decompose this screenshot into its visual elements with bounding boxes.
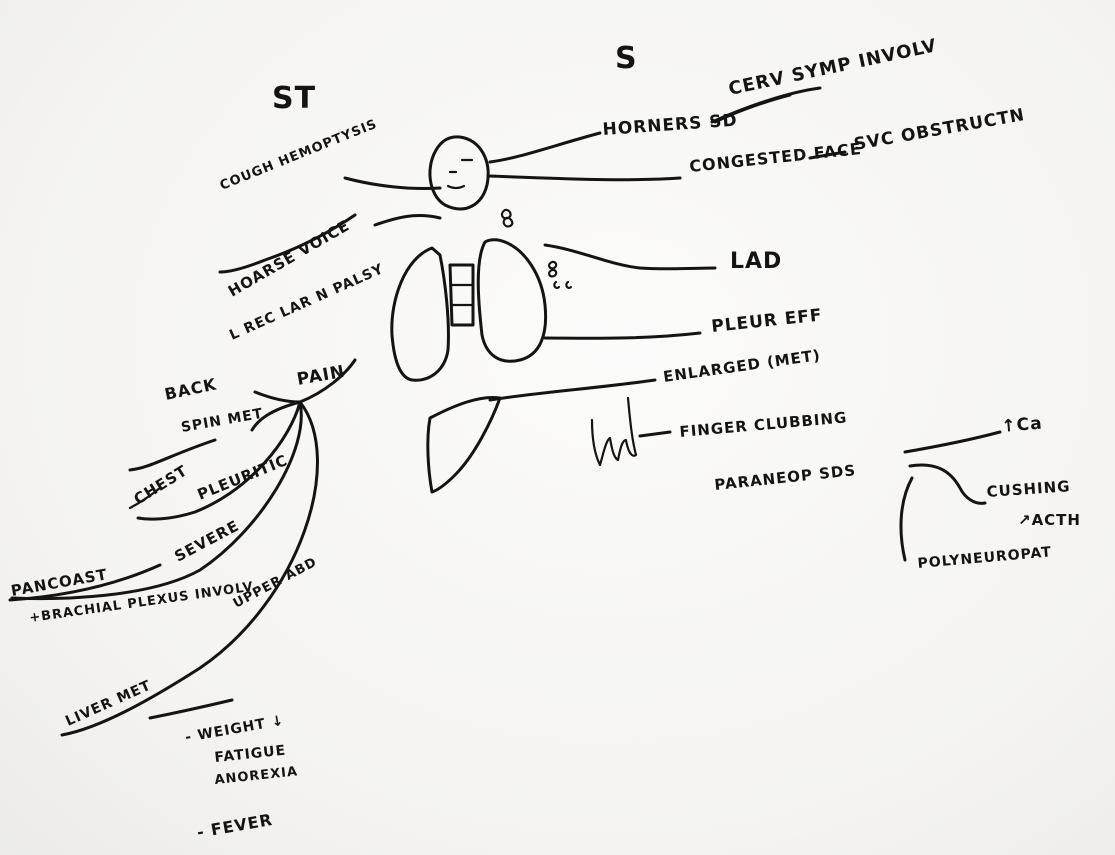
label-pleur-eff: PLEUR EFF [710, 305, 823, 337]
label-svc-obstruction: SVC OBSTRUCTN [852, 105, 1026, 155]
label-fatigue: FATIGUE [214, 743, 287, 766]
label-paraneop-sds: PARANEOP SDS [714, 461, 857, 494]
label-acth: ↗ACTH [1018, 511, 1081, 529]
heading-s: S [615, 41, 638, 76]
label-lad: LAD [730, 249, 782, 274]
label-anorexia: ANOREXIA [214, 764, 299, 788]
lungs-drawing [392, 240, 546, 380]
label-cushing: CUSHING [986, 477, 1071, 501]
label-pleuritic: PLEURITIC [195, 451, 291, 504]
label-ca: ↑Ca [1001, 413, 1044, 437]
connector-lines [12, 88, 1000, 735]
label-weight: - WEIGHT ↓ [184, 713, 286, 746]
label-cerv-symp-involv: CERV SYMP INVOLV [727, 35, 939, 100]
heading-st: ST [272, 81, 316, 116]
label-fever: - FEVER [195, 810, 274, 842]
label-cough-hemoptysis: COUGH HEMOPTYSIS [218, 117, 380, 194]
label-enlarged-met: ENLARGED (MET) [662, 346, 822, 386]
label-polyneuropat: POLYNEUROPAT [917, 544, 1053, 572]
hand-drawing [592, 398, 636, 465]
liver-drawing [428, 397, 500, 492]
underlines [10, 95, 790, 600]
label-severe: SEVERE [171, 516, 242, 565]
face-drawing [430, 137, 488, 209]
label-congested-face: CONGESTED FACE [688, 139, 862, 176]
label-finger-clubbing: FINGER CLUBBING [679, 408, 848, 441]
label-back: BACK [163, 374, 219, 404]
label-pain: PAIN [295, 362, 346, 390]
label-horners-sd: HORNERS SD [602, 111, 738, 140]
